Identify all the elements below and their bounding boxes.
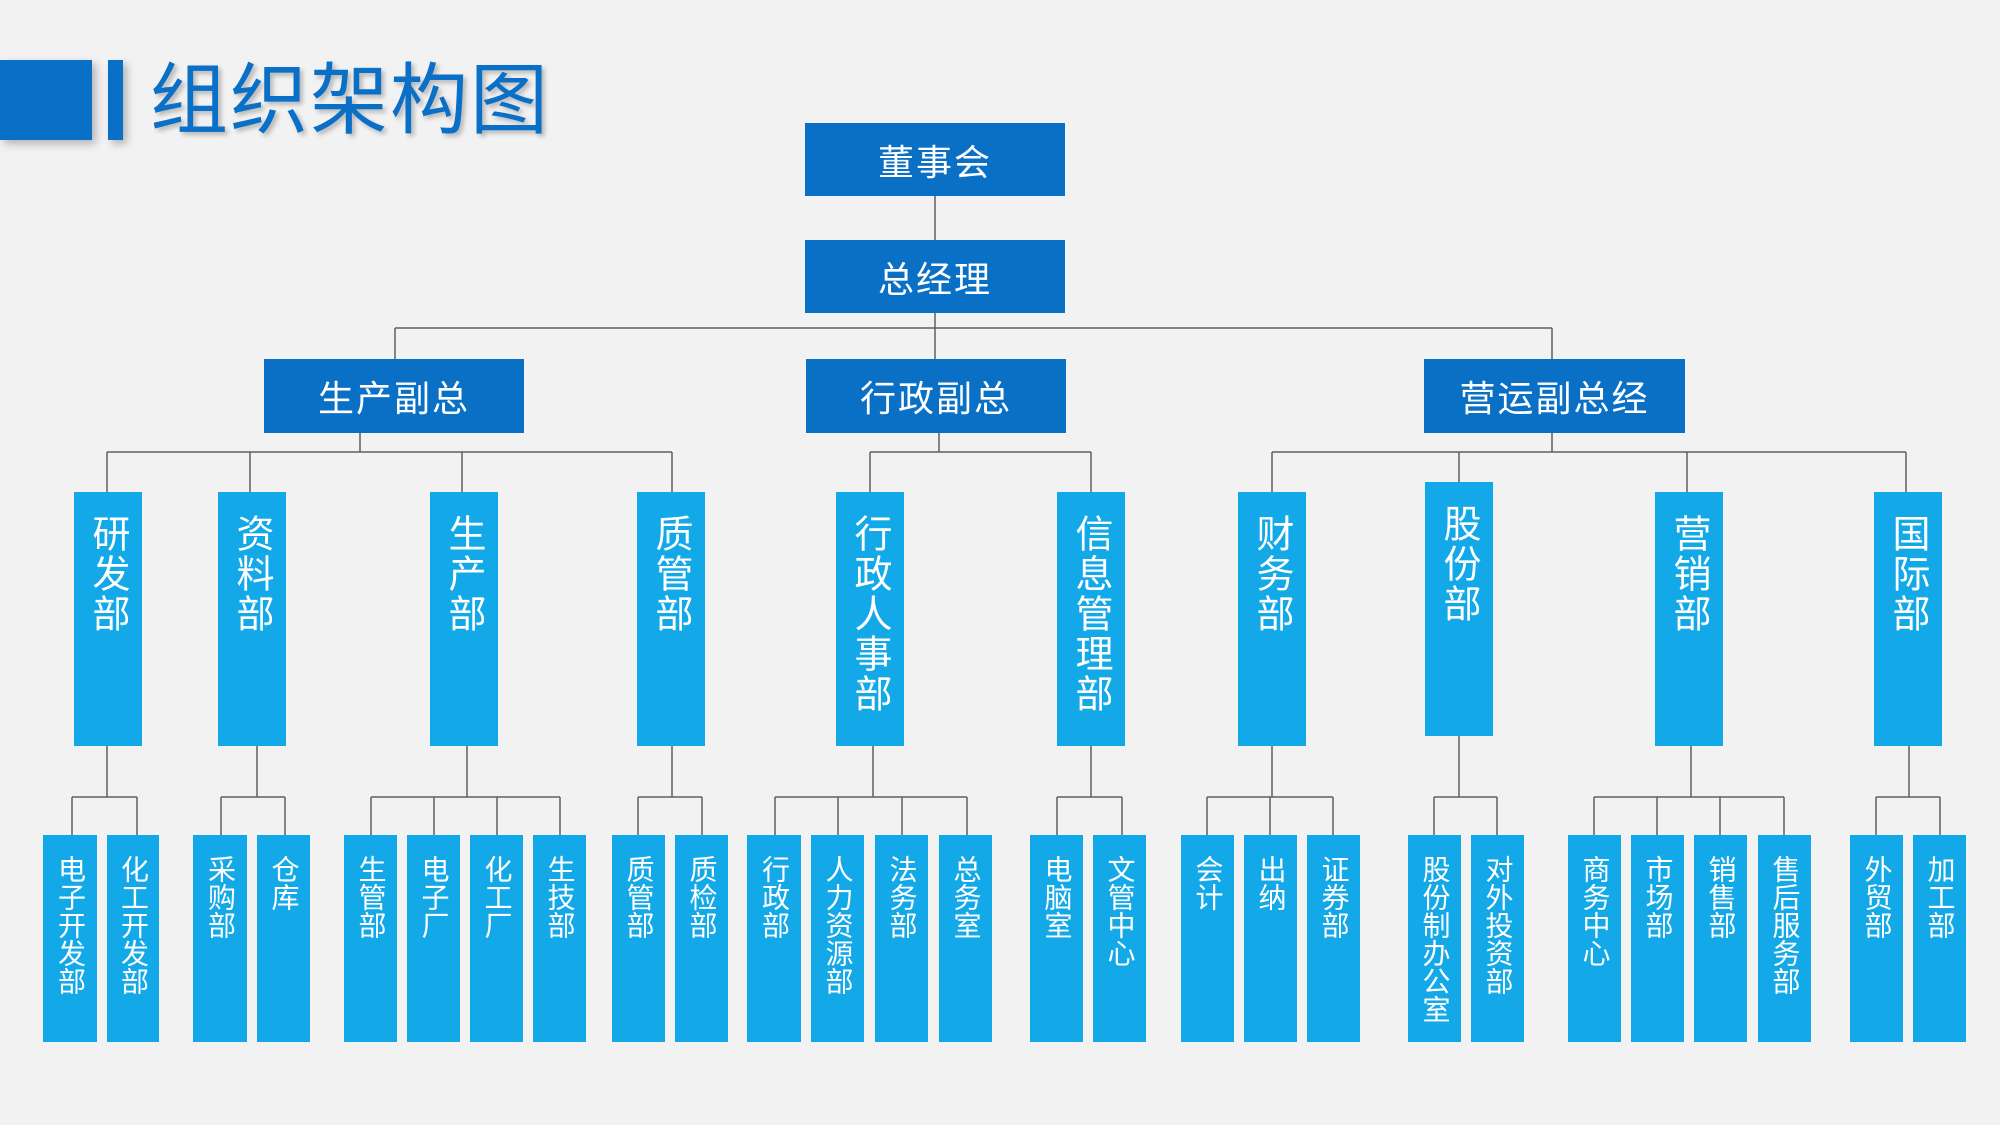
sub-dept-label: 电子开发部 [54, 855, 87, 995]
sub-dept-node: 化工开发部 [107, 835, 159, 1042]
sub-dept-label: 总务室 [949, 855, 983, 939]
sub-dept-label: 股份制办公室 [1418, 855, 1452, 1023]
sub-dept-node: 销售部 [1694, 835, 1747, 1042]
sub-dept-node: 会计 [1181, 835, 1234, 1042]
sub-dept-node: 质管部 [612, 835, 665, 1042]
sub-dept-label: 化工开发部 [117, 855, 150, 995]
sub-dept-node: 生技部 [533, 835, 586, 1042]
sub-dept-node: 股份制办公室 [1408, 835, 1461, 1042]
sub-dept-node: 电子厂 [407, 835, 460, 1042]
sub-dept-label: 售后服务部 [1768, 855, 1802, 995]
sub-dept-label: 法务部 [885, 855, 919, 939]
sub-dept-node: 采购部 [193, 835, 247, 1042]
dept-node: 资料部 [218, 492, 286, 746]
sub-dept-label: 采购部 [204, 855, 237, 939]
vp-production-node: 生产副总 [264, 359, 524, 433]
dept-node: 国际部 [1874, 492, 1942, 746]
sub-dept-node: 售后服务部 [1758, 835, 1811, 1042]
sub-dept-node: 商务中心 [1568, 835, 1621, 1042]
sub-dept-node: 行政部 [747, 835, 801, 1042]
dept-label: 质管部 [649, 514, 693, 634]
sub-dept-label: 商务中心 [1578, 855, 1612, 967]
board-label: 董事会 [877, 142, 992, 184]
dept-label: 研发部 [86, 514, 130, 634]
vp-label: 营运副总经 [1459, 379, 1650, 420]
sub-dept-label: 外贸部 [1860, 855, 1894, 939]
sub-dept-label: 出纳 [1254, 855, 1288, 911]
sub-dept-label: 人力资源部 [821, 855, 855, 995]
sub-dept-label: 生技部 [543, 855, 577, 939]
dept-label: 信息管理部 [1069, 514, 1113, 714]
sub-dept-label: 化工厂 [480, 855, 514, 939]
dept-label: 国际部 [1886, 514, 1930, 634]
sub-dept-label: 行政部 [758, 855, 791, 939]
sub-dept-label: 销售部 [1704, 855, 1738, 939]
dept-label: 行政人事部 [848, 514, 892, 714]
dept-label: 生产部 [442, 514, 486, 634]
sub-dept-node: 生管部 [344, 835, 397, 1042]
sub-dept-label: 对外投资部 [1481, 855, 1515, 995]
sub-dept-node: 市场部 [1631, 835, 1684, 1042]
dept-label: 营销部 [1667, 514, 1711, 634]
general-manager-node: 总经理 [805, 240, 1065, 313]
page-title: 组织架构图 [150, 56, 551, 146]
sub-dept-node: 证券部 [1307, 835, 1360, 1042]
title-accent-bar [108, 60, 123, 140]
sub-dept-node: 仓库 [257, 835, 310, 1042]
sub-dept-label: 市场部 [1641, 855, 1675, 939]
sub-dept-node: 人力资源部 [811, 835, 864, 1042]
vp-label: 行政副总 [859, 379, 1012, 420]
sub-dept-label: 文管中心 [1103, 855, 1137, 967]
dept-label: 资料部 [230, 514, 274, 634]
dept-node: 财务部 [1238, 492, 1306, 746]
sub-dept-node: 化工厂 [470, 835, 523, 1042]
dept-label: 股份部 [1437, 504, 1481, 624]
dept-node: 研发部 [74, 492, 142, 746]
sub-dept-label: 加工部 [1923, 855, 1957, 939]
vp-label: 生产副总 [317, 379, 470, 420]
sub-dept-node: 加工部 [1913, 835, 1966, 1042]
board-node: 董事会 [805, 123, 1065, 196]
sub-dept-node: 电脑室 [1030, 835, 1083, 1042]
sub-dept-label: 证券部 [1317, 855, 1351, 939]
general-manager-label: 总经理 [877, 259, 992, 301]
dept-node: 信息管理部 [1057, 492, 1125, 746]
sub-dept-label: 质管部 [622, 855, 656, 939]
dept-node: 质管部 [637, 492, 705, 746]
dept-node: 股份部 [1425, 482, 1493, 736]
vp-operations-node: 营运副总经 [1424, 359, 1685, 433]
dept-node: 行政人事部 [836, 492, 904, 746]
sub-dept-node: 总务室 [939, 835, 992, 1042]
vp-admin-node: 行政副总 [806, 359, 1066, 433]
sub-dept-node: 外贸部 [1850, 835, 1903, 1042]
sub-dept-label: 会计 [1191, 855, 1225, 911]
sub-dept-node: 对外投资部 [1471, 835, 1524, 1042]
title-accent-block [0, 60, 92, 140]
sub-dept-label: 电子厂 [417, 855, 451, 939]
dept-node: 生产部 [430, 492, 498, 746]
sub-dept-node: 电子开发部 [43, 835, 97, 1042]
sub-dept-label: 质检部 [685, 855, 719, 939]
sub-dept-label: 仓库 [267, 855, 301, 911]
sub-dept-label: 电脑室 [1040, 855, 1074, 939]
sub-dept-label: 生管部 [354, 855, 388, 939]
sub-dept-node: 法务部 [875, 835, 928, 1042]
sub-dept-node: 质检部 [675, 835, 728, 1042]
sub-dept-node: 出纳 [1244, 835, 1297, 1042]
dept-label: 财务部 [1250, 514, 1294, 634]
dept-node: 营销部 [1655, 492, 1723, 746]
sub-dept-node: 文管中心 [1093, 835, 1146, 1042]
